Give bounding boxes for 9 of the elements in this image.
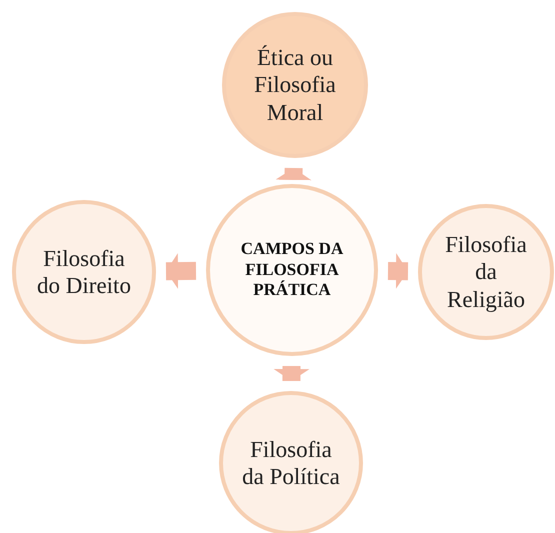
node-label: Filosofia do Direito [36, 244, 132, 300]
node-label: Ética ou Filosofia Moral [253, 44, 337, 126]
arrow [274, 366, 310, 382]
arrow [388, 253, 408, 290]
node-label: Filosofia da Religião [444, 231, 528, 313]
node-label: Filosofia da Política [241, 436, 341, 490]
arrow [166, 253, 196, 290]
node-label: CAMPOS DA FILOSOFIA PRÁTICA [240, 239, 344, 301]
arrow [275, 168, 312, 180]
